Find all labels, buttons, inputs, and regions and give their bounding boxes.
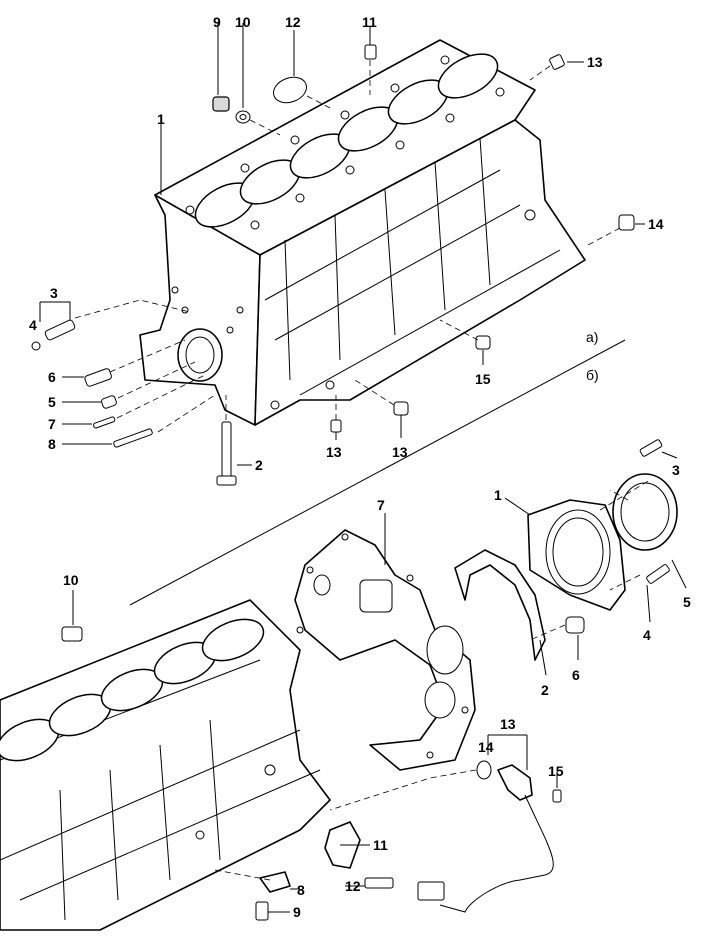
label-b-9: 9 [293,904,301,920]
label-b-14: 14 [478,739,494,755]
label-a-7: 7 [48,416,56,432]
label-a-1: 1 [157,111,165,127]
cylinder-block-a [139,39,586,426]
label-b-15: 15 [548,763,564,779]
cylinder-block-b [0,599,331,931]
section-divider [129,339,626,606]
label-a-9: 9 [213,14,221,30]
label-a-3: 3 [50,285,58,301]
label-a-13-bottom-right: 13 [392,444,408,460]
label-a-15: 15 [475,371,491,387]
label-a-12: 12 [285,14,301,30]
label-b-2: 2 [541,682,549,698]
label-b-5: 5 [683,594,691,610]
label-b-8: 8 [297,882,305,898]
section-label-b: б) [586,367,599,383]
label-a-8: 8 [48,436,56,452]
label-a-11: 11 [362,14,377,30]
label-a-13-top: 13 [587,54,603,70]
section-label-a: а) [586,329,598,345]
small-parts-a [31,44,635,486]
label-b-6: 6 [572,667,580,683]
leader-lines-a [39,23,645,466]
label-a-2: 2 [255,457,263,473]
label-a-10: 10 [235,14,251,30]
label-b-11: 11 [373,837,388,853]
label-b-13: 13 [500,716,516,732]
label-a-13-bottom-left: 13 [326,444,342,460]
label-b-3: 3 [672,462,680,478]
gasket-plate [294,529,476,771]
labels-section-b: 7 1 3 5 4 6 2 10 13 14 15 11 12 8 9 [63,462,691,920]
label-a-5: 5 [48,394,56,410]
label-b-4: 4 [643,627,651,643]
label-a-14: 14 [648,216,664,232]
leader-lines-b [72,451,687,913]
label-a-4: 4 [29,317,37,333]
label-b-12: 12 [345,878,361,894]
rear-cover-gasket [454,549,546,661]
label-b-10: 10 [63,572,79,588]
label-b-7: 7 [377,497,385,513]
label-b-1: 1 [494,487,502,503]
label-a-6: 6 [48,369,56,385]
labels-section-a: 1 9 10 12 11 13 14 15 13 13 2 3 4 6 5 7 … [29,14,664,473]
